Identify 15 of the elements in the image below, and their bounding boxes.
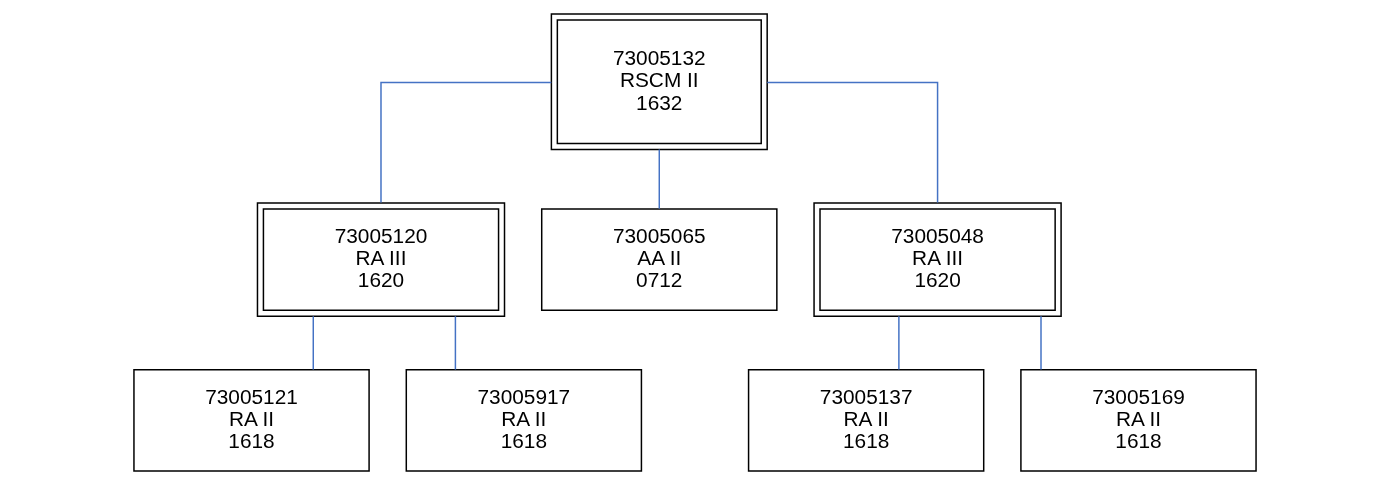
connector xyxy=(454,315,456,371)
connector xyxy=(766,81,938,204)
connector xyxy=(658,148,660,210)
connector xyxy=(897,315,900,371)
node-box: 73005121 RA II 1618 xyxy=(132,369,370,472)
node-box: 73005120 RA III 1620 xyxy=(256,202,505,317)
node-box: 73005917 RA II 1618 xyxy=(405,369,642,472)
connector xyxy=(1039,315,1042,371)
node-box: 73005169 RA II 1618 xyxy=(1019,369,1257,472)
node-box: 73005132 RSCM II 1632 xyxy=(550,13,768,151)
node-box: 73005065 AA II 0712 xyxy=(540,208,778,311)
node-box: 73005137 RA II 1618 xyxy=(747,369,984,472)
connector xyxy=(312,315,314,371)
node-box: 73005048 RA III 1620 xyxy=(812,202,1062,317)
connector xyxy=(379,81,552,204)
